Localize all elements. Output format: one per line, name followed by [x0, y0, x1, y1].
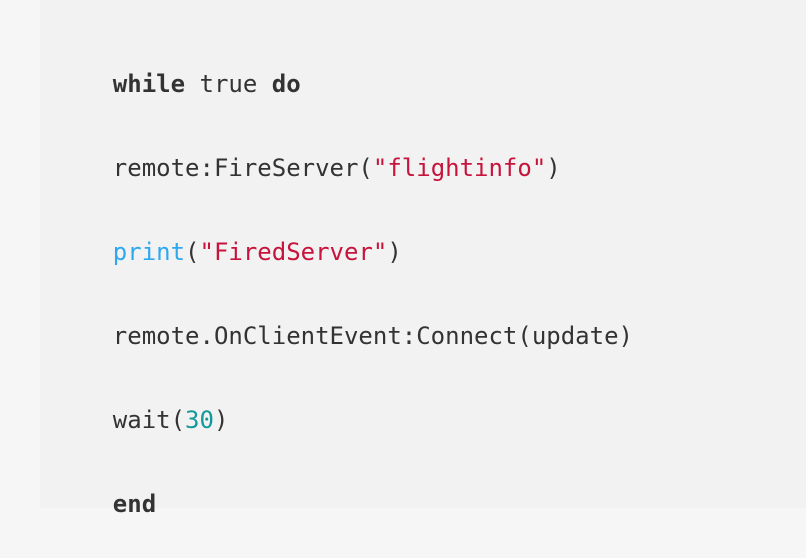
code-line-connect: remote.OnClientEvent:Connect(update) [55, 282, 633, 350]
keyword-end: end [112, 490, 157, 518]
code-line-fireserver: remote:FireServer("flightinfo") [55, 114, 561, 182]
keyword-do: do [271, 70, 301, 98]
paren-close: ) [213, 406, 229, 434]
code-line-end: end [55, 450, 156, 518]
keyword-true: true [185, 70, 272, 98]
code-block: while true do remote:FireServer("flighti… [40, 0, 806, 518]
string-flightinfo: "flightinfo" [372, 154, 547, 182]
paren-close: ) [546, 154, 561, 182]
number-30: 30 [185, 406, 214, 434]
code-line-print: print("FiredServer") [55, 198, 402, 266]
paren-close: ) [387, 238, 402, 266]
keyword-while: while [112, 70, 186, 98]
paren-open: ( [185, 238, 200, 266]
string-firedserver: "FiredServer" [199, 238, 388, 266]
wait-call: wait( [112, 406, 186, 434]
code-line-while: while true do [55, 30, 301, 98]
builtin-print: print [112, 238, 186, 266]
connect-call: remote.OnClientEvent:Connect(update) [112, 322, 633, 350]
code-line-wait: wait(30) [55, 366, 229, 434]
fireserver-call: remote:FireServer( [112, 154, 373, 182]
